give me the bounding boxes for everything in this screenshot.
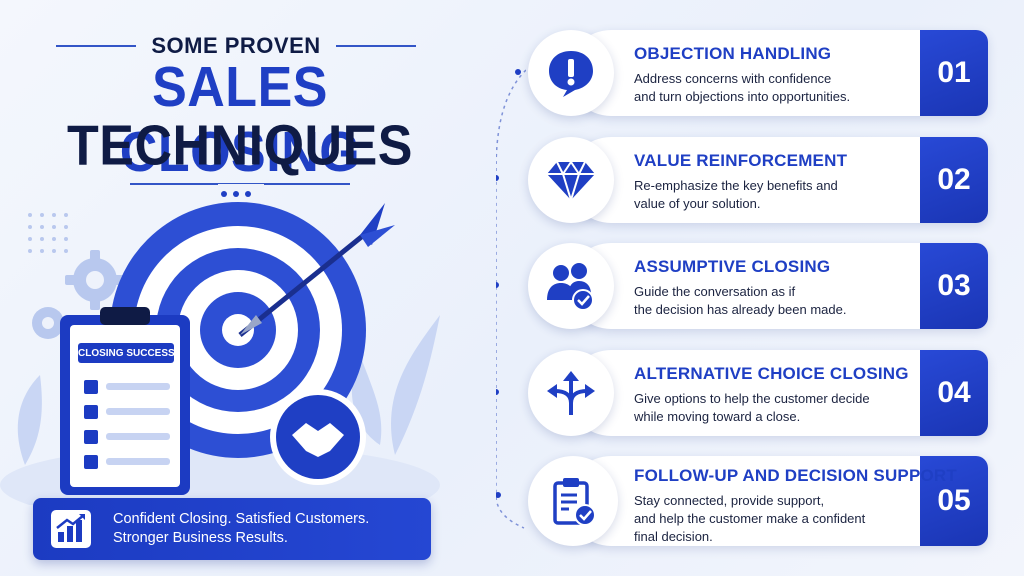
technique-title: FOLLOW-UP AND DECISION SUPPORT	[634, 466, 957, 485]
exclamation-speech-bubble-icon	[528, 30, 614, 116]
timeline-connector	[496, 69, 526, 529]
tagline-line2: Stronger Business Results.	[113, 530, 288, 546]
page-title-line1: SALES CLOSING	[119, 56, 361, 184]
desc-line: and turn objections into opportunities.	[634, 89, 851, 104]
desc-line: Give options to help the customer decide	[634, 391, 870, 406]
desc-line: Address concerns with confidence	[634, 71, 832, 86]
diamond-icon	[528, 137, 614, 223]
pretitle-rule-right	[336, 45, 416, 47]
tagline-text: Confident Closing. Satisfied Customers. …	[113, 510, 423, 548]
leaf-icon	[17, 315, 440, 465]
desc-line: the decision has already been made.	[634, 302, 847, 317]
technique-item-04: 04 ALTERNATIVE CHOICE CLOSING Give optio…	[528, 350, 988, 436]
pretitle: SOME PROVEN	[151, 33, 321, 58]
technique-number: 04	[920, 350, 988, 436]
technique-number: 05	[920, 456, 988, 546]
technique-description: Re-emphasize the key benefits and value …	[634, 177, 920, 213]
technique-title: VALUE REINFORCEMENT	[634, 151, 848, 170]
clipboard-check-icon	[528, 456, 618, 546]
handshake-icon	[270, 389, 366, 485]
technique-item-01: 01 OBJECTION HANDLING Address concerns w…	[528, 30, 988, 116]
technique-card	[568, 456, 988, 546]
desc-line: final decision.	[634, 529, 713, 544]
technique-description: Give options to help the customer decide…	[634, 390, 920, 426]
desc-line: Guide the conversation as if	[634, 284, 796, 299]
illustration	[0, 202, 440, 505]
technique-item-03: 03 ASSUMPTIVE CLOSING Guide the conversa…	[528, 243, 988, 329]
technique-description: Address concerns with confidence and tur…	[634, 70, 920, 106]
technique-card	[568, 350, 988, 436]
desc-line: and help the customer make a confident	[634, 511, 866, 526]
technique-card	[568, 137, 988, 223]
technique-description: Guide the conversation as if the decisio…	[634, 283, 920, 319]
desc-line: while moving toward a close.	[634, 409, 801, 424]
dot-pattern	[28, 213, 68, 253]
people-check-icon	[528, 243, 614, 329]
desc-line: Re-emphasize the key benefits and	[634, 178, 838, 193]
technique-title: ASSUMPTIVE CLOSING	[634, 257, 831, 276]
desc-line: value of your solution.	[634, 196, 761, 211]
bar-chart-growth-icon	[51, 510, 91, 548]
clipboard-label: CLOSING SUCCESS	[78, 348, 175, 359]
clipboard-icon	[60, 307, 190, 495]
pretitle-rule-left	[56, 45, 136, 47]
technique-card	[568, 30, 988, 116]
technique-description: Stay connected, provide support, and hel…	[634, 492, 920, 546]
technique-item-02: 02 VALUE REINFORCEMENT Re-emphasize the …	[528, 137, 988, 223]
technique-number: 02	[920, 137, 988, 223]
technique-number: 03	[920, 243, 988, 329]
gear-icon	[32, 250, 125, 339]
desc-line: Stay connected, provide support,	[634, 493, 825, 508]
tagline-line1: Confident Closing. Satisfied Customers.	[113, 511, 370, 527]
dart-icon	[238, 203, 395, 337]
technique-card	[568, 243, 988, 329]
technique-title: OBJECTION HANDLING	[634, 44, 832, 63]
tagline-banner: Confident Closing. Satisfied Customers. …	[33, 498, 431, 560]
technique-number: 01	[920, 30, 988, 116]
split-arrows-icon	[528, 350, 614, 436]
title-dots	[218, 184, 264, 197]
technique-item-05: 05 FOLLOW-UP AND DECISION SUPPORT Stay c…	[528, 456, 988, 546]
technique-title: ALTERNATIVE CHOICE CLOSING	[634, 364, 909, 383]
page-title-line2: TECHNIQUES	[67, 114, 413, 178]
pretitle-block: SOME PROVEN	[56, 30, 416, 60]
